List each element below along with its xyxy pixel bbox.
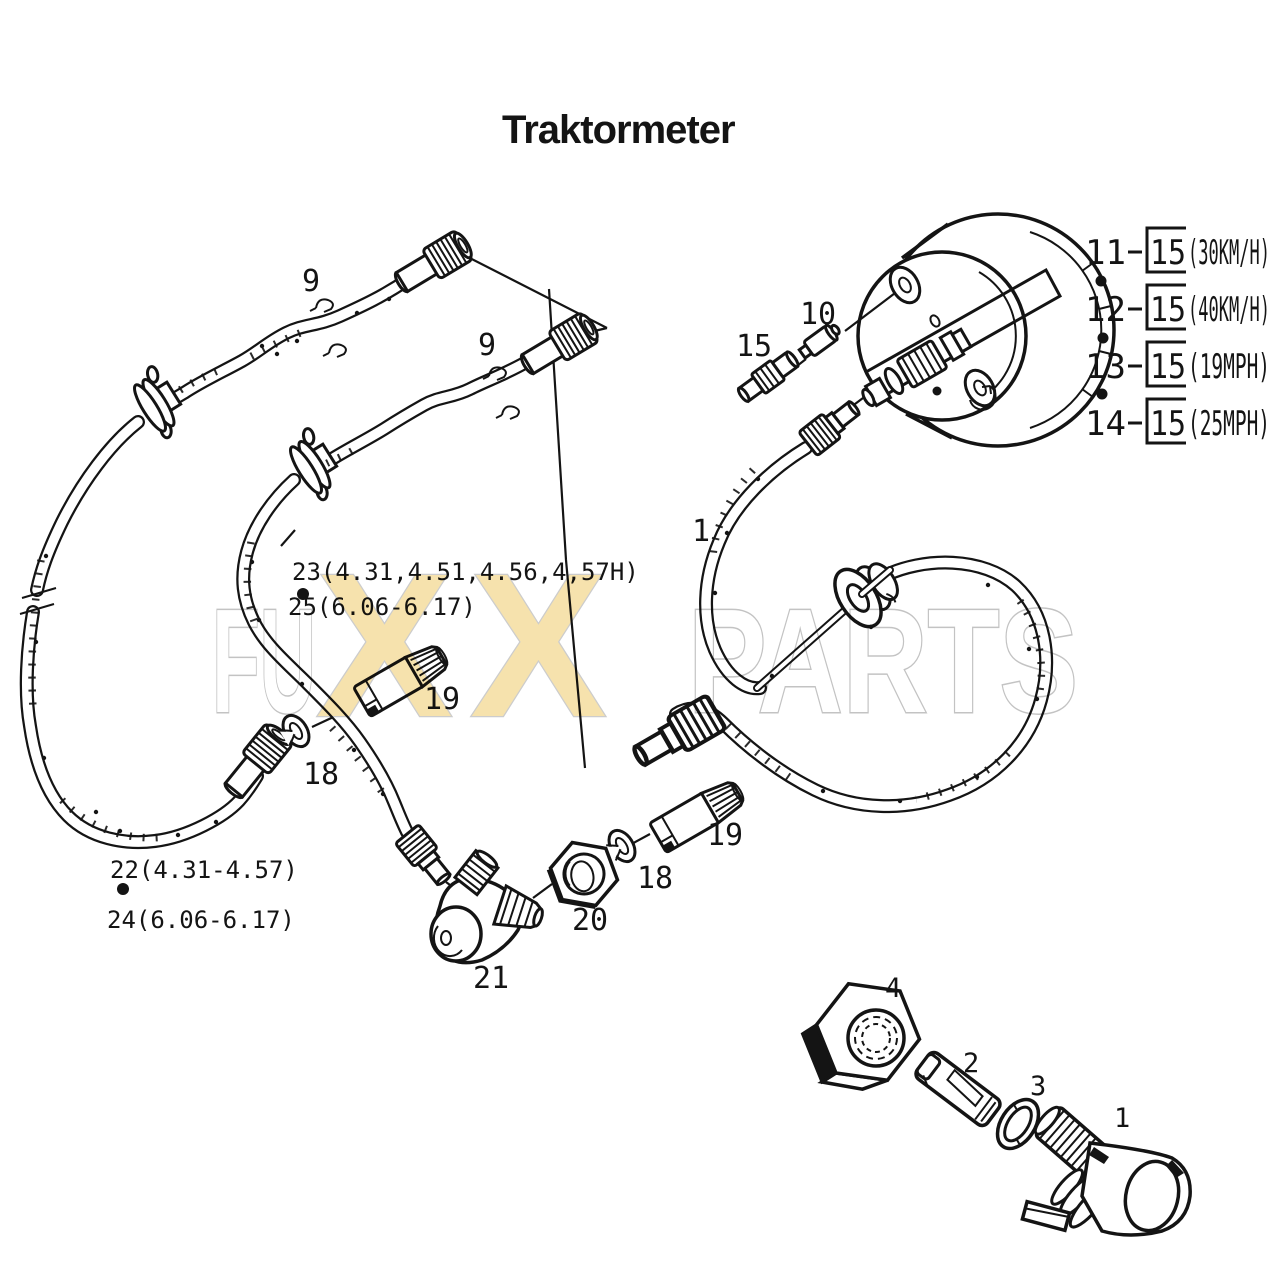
part-10-bulb [797,323,841,361]
cable1-gauge-connector [797,393,867,458]
speed-variant-list: 11 15 (30KM/H) 12 15 (40KM/H) 13 15 (19M… [1085,226,1270,445]
note-25: 25(6.06-6.17) [288,593,476,621]
speed-row-ref: 12 [1085,290,1126,330]
cable9b-connector [514,308,604,383]
speed-row-ref: 14 [1085,404,1126,444]
label-part-19a: 19 [424,682,460,717]
speed-row-speed: (30KM/H) [1188,233,1270,273]
gauge-spindle-knurl [896,339,948,389]
speed-row-11: 11 15 (30KM/H) [1085,226,1270,274]
watermark-left: FU [212,579,316,744]
label-part-3: 3 [1030,1071,1046,1102]
part-3-seal-ring [995,1097,1041,1151]
gauge-spindle-washer [883,367,905,395]
speed-row-part: 15 [1150,233,1186,273]
gauge-spindle-nut [861,376,893,408]
speed-row-speed: (19MPH) [1188,347,1270,387]
speed-row-speed: (40KM/H) [1188,290,1270,330]
label-part-21: 21 [473,961,509,996]
part-15-bulb-holder [736,350,800,404]
speed-row-ref: 11 [1085,233,1126,273]
part-4-hex-nut [800,981,922,1092]
label-part-9b: 9 [478,328,496,363]
label-part-1-drive: 1 [1114,1103,1130,1134]
watermark-x2: X [470,531,607,760]
speed-row-14: 14 15 (25MPH) [1085,397,1270,445]
speed-row-part: 15 [1150,347,1186,387]
speed-row-12: 12 15 (40KM/H) [1085,283,1270,331]
label-part-4: 4 [885,973,901,1004]
gauge-mounting-ear [888,265,922,305]
label-part-20: 20 [572,903,608,938]
variant-notes: 23(4.31,4.51,4.56,4,57H) 25(6.06-6.17) 2… [107,558,639,934]
label-part-1-cable: 1 [692,514,710,549]
label-part-15: 15 [736,329,772,364]
speed-row-13: 13 15 (19MPH) [1085,340,1270,388]
part-20-nut [546,840,620,909]
speed-row-part: 15 [1150,290,1186,330]
speed-row-part: 15 [1150,404,1186,444]
watermark-right: PARTS [688,579,1078,744]
cable9b-lower-connector [393,823,459,892]
watermark: FU PARTS X X [211,530,1080,762]
note-23: 23(4.31,4.51,4.56,4,57H) [292,558,639,586]
gauge-spindle-nuts [938,327,973,363]
part-21-angle-drive [429,848,544,965]
cable-clip-icon [309,298,334,313]
speedo-cable-1 [628,393,1054,814]
speedo-cable-9b [236,308,604,892]
cable-clip-icon [322,343,347,358]
label-part-18b: 18 [637,861,673,896]
page-title: Traktormeter [502,108,736,152]
label-part-2: 2 [963,1048,979,1079]
speckles [33,296,1040,838]
speed-row-speed: (25MPH) [1188,404,1270,444]
watermark-x1: X [316,531,453,760]
label-part-18a: 18 [303,757,339,792]
label-part-19b: 19 [707,818,743,853]
note-22: 22(4.31-4.57) [110,856,298,884]
cable-clip-icon [495,405,520,420]
speed-row-ref: 13 [1085,347,1126,387]
rotation-arrow-icon [969,385,997,411]
part-1-angle-drive [1020,1105,1192,1237]
label-part-9a: 9 [302,264,320,299]
label-part-10: 10 [800,297,836,332]
cable-texture [28,329,1046,842]
note-24: 24(6.06-6.17) [107,906,295,934]
traktormeter-gauge [844,212,1116,448]
part-labels: 9 9 10 15 1 19 18 19 18 20 21 4 2 3 1 [302,264,1130,1134]
part-2-adapter [914,1050,1002,1128]
gauge-mounting-ear [963,368,997,408]
cable9a-connector [388,226,478,301]
